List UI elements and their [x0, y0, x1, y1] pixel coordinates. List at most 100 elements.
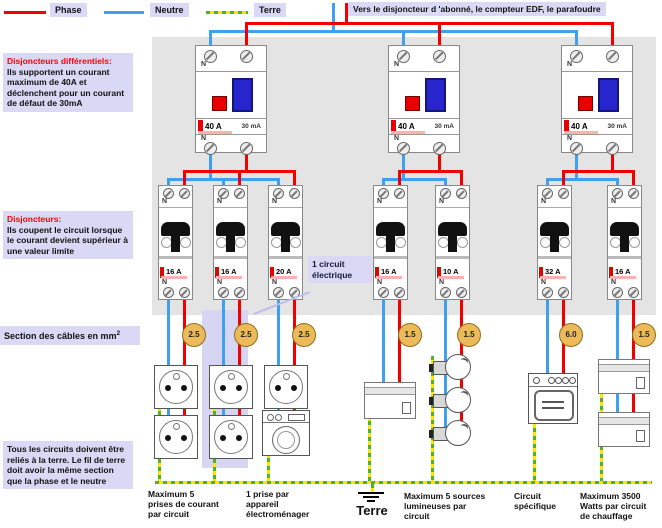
outlet-hole: [181, 435, 187, 441]
neutral-marker: N: [377, 279, 383, 286]
breaker-hole: [559, 237, 570, 248]
section-badge: 2.5: [182, 323, 206, 347]
neutral-marker: N: [541, 279, 547, 286]
outlet: [154, 365, 198, 409]
outlet-hole: [165, 385, 171, 391]
circuit-breaker: N 16 A N: [213, 185, 248, 300]
wire-phase: [245, 153, 248, 170]
neutral-marker: N: [162, 279, 168, 286]
breaker-toggle: [438, 222, 467, 236]
wire-phase: [245, 25, 248, 45]
neutral-marker: N: [541, 198, 547, 205]
heater-vent: [365, 387, 415, 395]
rating-label: 40 A: [205, 122, 222, 131]
knob-icon: [267, 414, 274, 421]
breaker-hole: [180, 237, 191, 248]
rating-label: 16 A: [221, 267, 237, 276]
rating-tick: [564, 120, 569, 133]
legend-phase-line: [4, 11, 46, 14]
terminal-screw-icon: [378, 188, 389, 199]
terminal-screw-icon: [612, 287, 623, 298]
earth-pin: [228, 423, 235, 430]
breaker-hole: [290, 237, 301, 248]
terminal-screw-icon: [542, 287, 553, 298]
rating-underline: [610, 276, 636, 279]
legend-phase-label: Phase: [50, 3, 87, 17]
wire-neutral: [402, 33, 405, 45]
wire-phase: [632, 173, 635, 185]
terminal-screw-icon: [606, 50, 619, 63]
wire-neutral: [444, 181, 447, 187]
rating-label: 40 A: [571, 122, 588, 131]
breaker-toggle-stem: [448, 235, 457, 252]
terminal-screw-icon: [273, 287, 284, 298]
wire-earth: [371, 484, 374, 492]
terminal-screw-icon: [433, 50, 446, 63]
neutral-marker: N: [611, 198, 617, 205]
earth-symbol: [363, 496, 379, 498]
terminal-screw-icon: [240, 50, 253, 63]
neutral-marker: N: [567, 61, 573, 68]
wire-neutral: [575, 33, 578, 45]
rating-underline: [271, 276, 297, 279]
outlet: [209, 365, 253, 409]
wire-phase: [562, 170, 635, 173]
earth-symbol: [367, 500, 375, 502]
info-box-breakers: Disjoncteurs: Ils coupent le circuit lor…: [3, 211, 133, 259]
rating-tick: [160, 267, 164, 278]
info-title: Disjoncteurs:: [7, 214, 62, 224]
terminal-screw-icon: [456, 287, 467, 298]
outlet: [209, 415, 253, 459]
neutral-marker: N: [162, 198, 168, 205]
caption-heating: Maximum 3500 Watts par circuit de chauff…: [580, 491, 647, 521]
rating-underline: [391, 131, 425, 134]
knob-icon: [569, 377, 576, 384]
outlet-hole: [181, 385, 187, 391]
wire-neutral: [575, 153, 578, 178]
neutral-marker: N: [217, 279, 223, 286]
info-body: Section des câbles en mm: [4, 331, 117, 341]
outlet-hole: [275, 385, 281, 391]
heater: [364, 382, 416, 419]
breaker-toggle-stem: [386, 235, 395, 252]
neutral-marker: N: [611, 279, 617, 286]
section-badge: 2.5: [234, 323, 258, 347]
outlet-face: [159, 420, 193, 454]
rating-tick: [375, 267, 379, 278]
wire-neutral: [332, 3, 335, 30]
light-bulb: [429, 420, 473, 446]
breaker-toggle: [271, 222, 300, 236]
light-bulb: [429, 354, 473, 380]
rating-underline: [564, 131, 598, 134]
divider: [159, 256, 192, 259]
washing-machine-drum: [272, 426, 300, 454]
main-switch: [598, 78, 619, 112]
breaker-toggle: [540, 222, 569, 236]
sensitivity-label: 30 mA: [607, 123, 627, 130]
wire-phase: [183, 173, 186, 185]
wire-neutral: [382, 181, 385, 187]
info-body: Tous les circuits doivent être reliés à …: [7, 444, 126, 486]
divider: [374, 256, 407, 259]
terminal-screw-icon: [440, 287, 451, 298]
info-body: Ils supportent un courant maximum de 40A…: [7, 66, 125, 109]
bulb-globe: [445, 354, 471, 380]
earth-label: Terre: [356, 503, 388, 518]
rating-label: 32 A: [545, 267, 561, 276]
light-bulb: [429, 387, 473, 413]
breaker-toggle: [376, 222, 405, 236]
section-badge: 1.5: [632, 323, 656, 347]
outlet-hole: [165, 435, 171, 441]
rating-tick: [198, 120, 203, 133]
outlet-face: [159, 370, 193, 404]
rating-tick: [215, 267, 219, 278]
main-switch: [232, 78, 253, 112]
wire-phase: [460, 173, 463, 185]
heater-vent: [599, 364, 649, 372]
info-title: Disjoncteurs différentiels:: [7, 56, 112, 66]
info-box-differentials: Disjoncteurs différentiels: Ils supporte…: [3, 53, 133, 112]
breaker-toggle-stem: [550, 235, 559, 252]
wire-neutral: [209, 33, 212, 45]
rating-tick: [609, 267, 613, 278]
breaker-hole: [457, 237, 468, 248]
